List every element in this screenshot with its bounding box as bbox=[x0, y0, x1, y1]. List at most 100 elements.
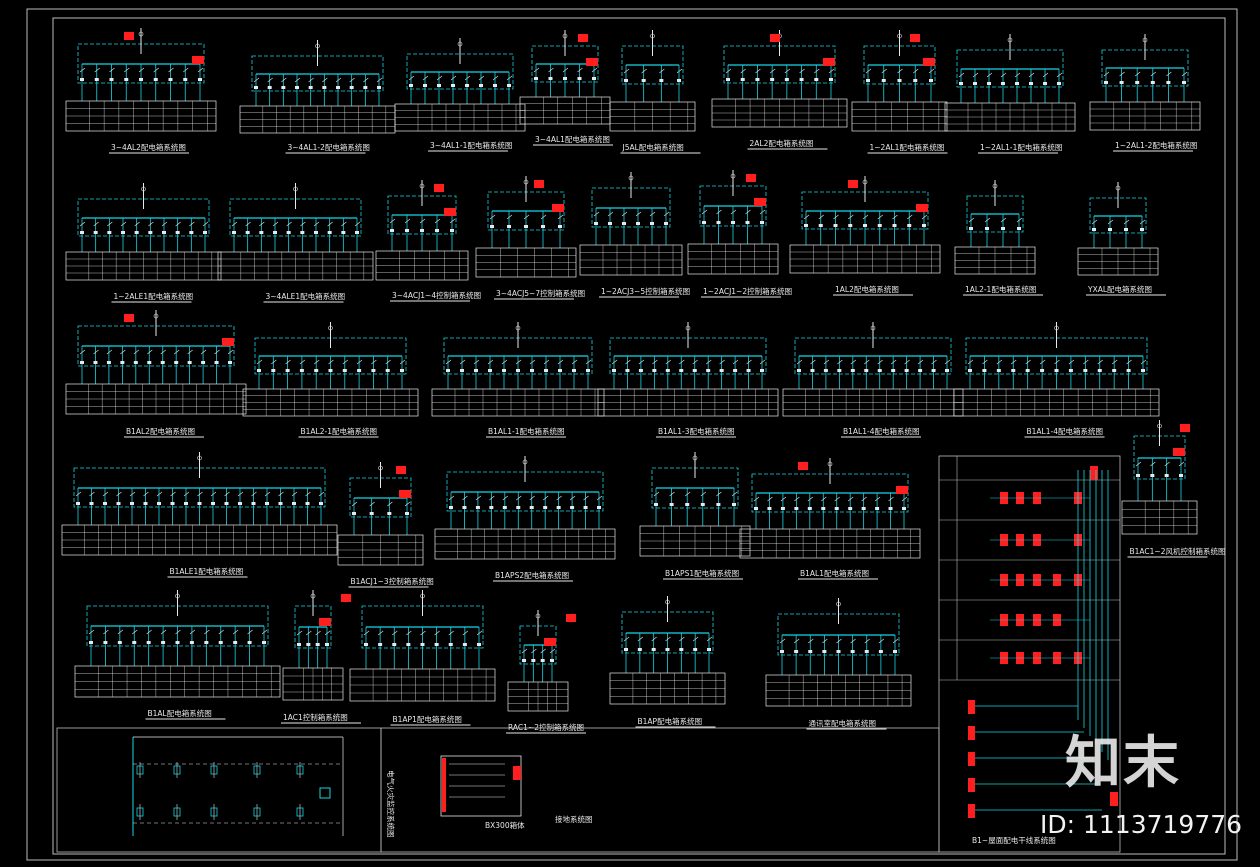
panel-diagram-24: B1AL1-4配电箱系统图 bbox=[953, 322, 1160, 438]
diagram-title: B1APS2配电箱系统图 bbox=[495, 570, 569, 580]
diagram-title: 1~2AL1配电箱系统图 bbox=[870, 142, 945, 152]
diagram-title: 通讯室配电箱系统图 bbox=[809, 718, 877, 728]
grounding-title: 接地系统图 bbox=[555, 814, 593, 824]
riser-title: B1~屋面配电干线系统图 bbox=[972, 835, 1056, 845]
diagram-title: B1APS1配电箱系统图 bbox=[665, 568, 739, 578]
panel-diagram-26: B1ALE1配电箱系统图 bbox=[61, 452, 338, 578]
diagram-title: J5AL配电箱系统图 bbox=[622, 142, 684, 152]
diagram-title: YXAL配电箱系统图 bbox=[1087, 284, 1152, 294]
monitor-node bbox=[136, 762, 144, 778]
panel-diagram-5: J5AL配电箱系统图 bbox=[609, 30, 701, 154]
panel-diagram-23: B1AL1-4配电箱系统图 bbox=[782, 322, 964, 438]
monitor-node bbox=[173, 762, 181, 778]
diagram-title: B1AL配电箱系统图 bbox=[148, 708, 212, 718]
diagram-title: B1AL2-1配电箱系统图 bbox=[301, 426, 377, 436]
diagram-title: B1AP配电箱系统图 bbox=[638, 716, 703, 726]
panel-diagram-19: B1AL2配电箱系统图 bbox=[65, 310, 247, 438]
diagram-title: B1AL1-4配电箱系统图 bbox=[843, 426, 919, 436]
diagram-title: B1ACJ1~3控制箱系统图 bbox=[351, 576, 434, 586]
panel-diagram-16: 1AL2配电箱系统图 bbox=[789, 176, 941, 296]
riser-box bbox=[968, 700, 975, 714]
panel-diagram-3: 3~4AL1-1配电箱系统图 bbox=[394, 38, 526, 152]
panel-diagram-10: 1~2ALE1配电箱系统图 bbox=[65, 183, 222, 303]
diagram-title: RAC1~2控制箱系统图 bbox=[508, 722, 584, 732]
monitor-node bbox=[296, 804, 304, 820]
riser-box bbox=[1110, 792, 1118, 806]
diagram-title: 3~4AL2配电箱系统图 bbox=[111, 142, 186, 152]
diagram-title: B1AL1-4配电箱系统图 bbox=[1027, 426, 1103, 436]
diagram-title: 1AL2-1配电箱系统图 bbox=[965, 284, 1036, 294]
panel-diagram-35: B1AP配电箱系统图 bbox=[609, 596, 726, 728]
panel-diagram-13: 3~4ACJ5~7控制箱系统图 bbox=[475, 176, 585, 300]
panel-diagram-33: B1AP1配电箱系统图 bbox=[349, 590, 496, 726]
diagram-title: B1AL1配电箱系统图 bbox=[800, 568, 869, 578]
panel-diagram-14: 1~2ACJ3~5控制箱系统图 bbox=[579, 172, 690, 298]
panel-diagram-21: B1AL1-1配电箱系统图 bbox=[431, 322, 605, 438]
panel-diagram-29: B1APS1配电箱系统图 bbox=[639, 452, 751, 580]
diagram-title: B1AL2配电箱系统图 bbox=[126, 426, 195, 436]
brand-watermark: 知末 bbox=[1065, 731, 1181, 796]
monitor-node bbox=[253, 804, 261, 820]
panel-diagram-15: 1~2ACJ1~2控制箱系统图 bbox=[687, 170, 792, 298]
panel-diagram-36: 通讯室配电箱系统图 bbox=[765, 598, 912, 730]
diagram-title: B1ALE1配电箱系统图 bbox=[170, 566, 244, 576]
panel-diagram-18: YXAL配电箱系统图 bbox=[1077, 182, 1166, 296]
diagram-title: 1AC1控制箱系统图 bbox=[283, 712, 348, 722]
riser-box bbox=[968, 778, 975, 792]
box-label: BX300箱体 bbox=[485, 820, 525, 830]
monitor-node bbox=[210, 804, 218, 820]
diagram-title: 3~4AL1-1配电箱系统图 bbox=[430, 140, 512, 150]
diagram-title: B1AL1-1配电箱系统图 bbox=[488, 426, 564, 436]
diagram-title: B1AP1配电箱系统图 bbox=[393, 714, 462, 724]
riser-box bbox=[968, 804, 975, 818]
panel-diagram-31: B1AL配电箱系统图 bbox=[74, 590, 281, 720]
diagram-title: 3~4ACJ1~4控制箱系统图 bbox=[392, 290, 481, 300]
monitor-node bbox=[253, 762, 261, 778]
panel-diagram-34: RAC1~2控制箱系统图 bbox=[506, 610, 586, 734]
panel-diagram-20: B1AL2-1配电箱系统图 bbox=[242, 322, 419, 438]
panel-diagram-17: 1AL2-1配电箱系统图 bbox=[954, 180, 1043, 296]
diagram-title: 2AL2配电箱系统图 bbox=[750, 138, 814, 148]
riser-box bbox=[968, 726, 975, 740]
panel-diagram-27: B1ACJ1~3控制箱系统图 bbox=[337, 462, 434, 588]
panel-diagram-8: 1~2AL1-1配电箱系统图 bbox=[944, 34, 1076, 154]
diagram-title: 3~4AL1-2配电箱系统图 bbox=[288, 142, 370, 152]
diagram-title: 3~4ACJ5~7控制箱系统图 bbox=[496, 288, 585, 298]
panel-diagram-4: 3~4AL1配电箱系统图 bbox=[519, 30, 613, 146]
panel-diagram-6: 2AL2配电箱系统图 bbox=[711, 30, 848, 150]
inner-frame bbox=[52, 17, 1226, 855]
diagram-title: B1AL1-3配电箱系统图 bbox=[658, 426, 734, 436]
fire-monitor-title: 电气火灾监控系统图 bbox=[386, 770, 396, 838]
panel-diagram-2: 3~4AL1-2配电箱系统图 bbox=[239, 40, 396, 154]
panel-diagram-28: B1APS2配电箱系统图 bbox=[434, 456, 616, 582]
diagram-title: 1~2ALE1配电箱系统图 bbox=[114, 291, 194, 301]
id-watermark: ID: 1113719776 bbox=[1040, 810, 1243, 839]
diagram-title: 1~2ACJ3~5控制箱系统图 bbox=[601, 286, 690, 296]
riser-box bbox=[968, 752, 975, 766]
monitor-node bbox=[136, 804, 144, 820]
panel-diagram-30: B1AL1配电箱系统图 bbox=[739, 458, 921, 580]
outer-frame bbox=[26, 8, 1238, 861]
monitor-node bbox=[210, 762, 218, 778]
panel-diagram-12: 3~4ACJ1~4控制箱系统图 bbox=[375, 180, 481, 302]
riser-box bbox=[1090, 466, 1098, 480]
diagram-title: 1~2AL1-1配电箱系统图 bbox=[980, 142, 1062, 152]
panel-diagram-22: B1AL1-3配电箱系统图 bbox=[597, 322, 779, 438]
diagram-title: 1~2AL1-2配电箱系统图 bbox=[1115, 140, 1197, 150]
diagram-title: 1AL2配电箱系统图 bbox=[835, 284, 899, 294]
diagram-title: 3~4ALE1配电箱系统图 bbox=[266, 291, 346, 301]
fire-monitor-panel: 电气火灾监控系统图 bbox=[56, 727, 396, 853]
panel-diagram-25: B1AC1~2风机控制箱系统图 bbox=[1121, 420, 1226, 558]
riser-panel: B1~屋面配电干线系统图 bbox=[938, 455, 1121, 853]
diagram-title: B1AC1~2风机控制箱系统图 bbox=[1130, 546, 1226, 556]
panel-diagram-7: 1~2AL1配电箱系统图 bbox=[851, 30, 948, 154]
monitor-node bbox=[173, 804, 181, 820]
panel-diagram-11: 3~4ALE1配电箱系统图 bbox=[217, 183, 374, 303]
panel-diagram-32: 1AC1控制箱系统图 bbox=[281, 590, 361, 724]
grounding-panel: BX300箱体 接地系统图 bbox=[380, 727, 940, 853]
diagram-title: 3~4AL1配电箱系统图 bbox=[535, 134, 610, 144]
monitor-node bbox=[296, 762, 304, 778]
panel-diagram-1: 3~4AL2配电箱系统图 bbox=[65, 28, 217, 154]
diagram-title: 1~2ACJ1~2控制箱系统图 bbox=[703, 286, 792, 296]
